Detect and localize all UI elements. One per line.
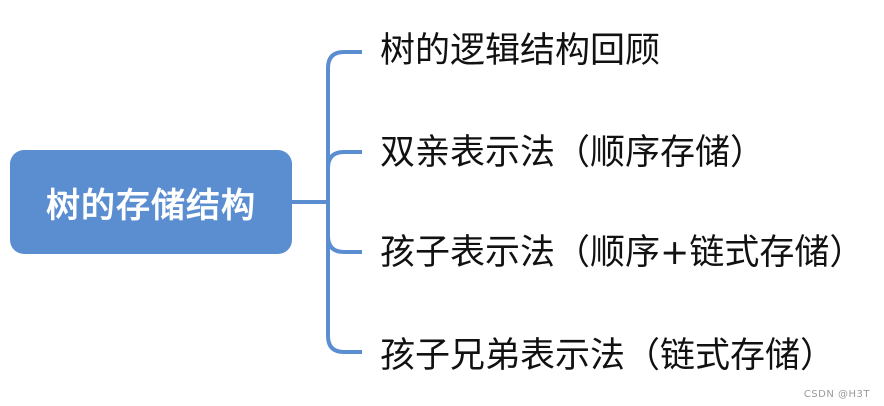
connector-branch-2 [326, 150, 362, 169]
root-node: 树的存储结构 [10, 150, 292, 254]
branch-label-child-sibling-representation: 孩子兄弟表示法（链式存储） [380, 336, 836, 376]
connector-spine [326, 50, 362, 354]
branch-label-parent-representation: 双亲表示法（顺序存储） [380, 133, 766, 173]
root-label: 树的存储结构 [46, 185, 256, 226]
branch-label-child-representation: 孩子表示法（顺序+链式存储） [380, 233, 865, 273]
connector-branch-3 [326, 235, 362, 254]
watermark: CSDN @H3T [803, 389, 870, 400]
branch-label-logical-structure: 树的逻辑结构回顾 [380, 31, 661, 71]
